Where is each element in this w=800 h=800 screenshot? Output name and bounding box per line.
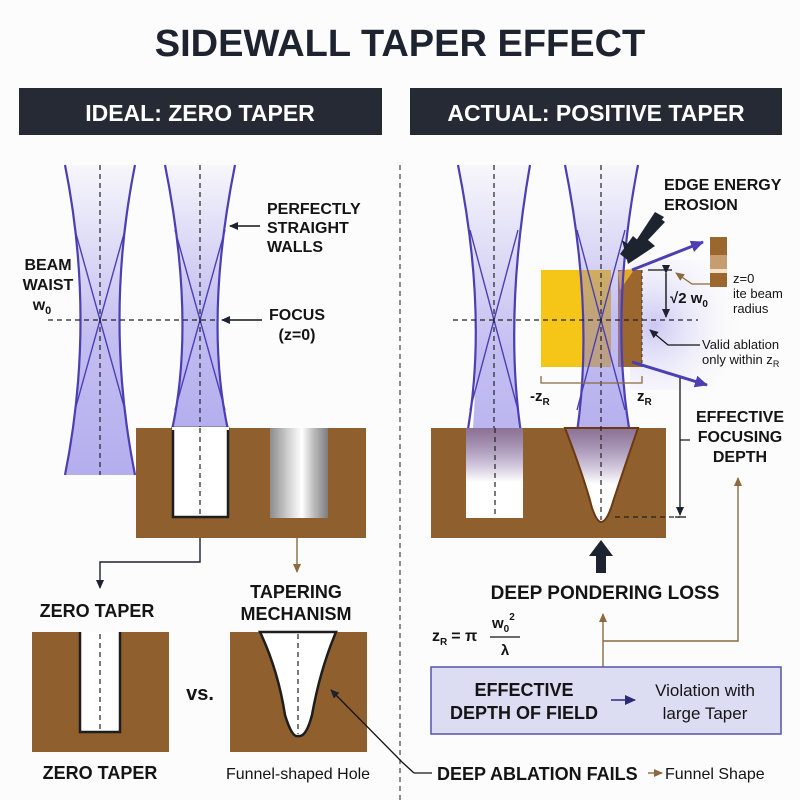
beam-left-1: [63, 164, 137, 476]
focus-annotation: FOCUS (z=0): [221, 307, 325, 344]
svg-text:√2 w0: √2 w0: [670, 290, 708, 310]
edge-deflection-arrow-top: [631, 240, 704, 272]
z0-label-line-3: radius: [733, 301, 769, 316]
zero-taper-heading: ZERO TAPER: [40, 601, 155, 621]
connector-dof-to-focusing: [603, 477, 742, 642]
steel-cylinder: [270, 428, 328, 518]
deep-ablation-label: DEEP ABLATION FAILS: [437, 764, 638, 784]
material-block-right: [431, 427, 666, 538]
left-panel-header: IDEAL: ZERO TAPER: [19, 88, 382, 135]
vs-label: vs.: [186, 683, 214, 705]
page-title: SIDEWALL TAPER EFFECT: [155, 23, 646, 65]
beam-right-1: [456, 164, 532, 500]
tapering-heading-line-2: MECHANISM: [241, 604, 352, 624]
right-panel-header: ACTUAL: POSITIVE TAPER: [410, 88, 782, 135]
focusing-depth-line-1: EFFECTIVE: [696, 409, 784, 426]
beam-waist-label: BEAM WAIST w0: [23, 257, 74, 317]
deep-pondering-label: DEEP PONDERING LOSS: [491, 583, 720, 604]
svg-text:w0: w0: [32, 297, 52, 317]
zero-taper-block: [32, 632, 169, 752]
material-block-left: [136, 426, 366, 538]
connector-zero-taper: [96, 538, 201, 589]
svg-text:zR= π: zR= π: [432, 628, 477, 648]
rayleigh-formula: zR= π w02 λ: [432, 612, 520, 659]
walls-label-line-2: STRAIGHT: [267, 220, 349, 237]
formula-num-sub: 0: [504, 624, 510, 635]
dof-right-line-2: large Taper: [663, 704, 748, 723]
formula-lhs-sub: R: [440, 637, 448, 648]
deep-pondering-arrow-icon: [589, 540, 613, 573]
walls-label-line-3: WALLS: [267, 239, 323, 256]
focusing-depth-line-2: FOCUSING: [698, 429, 782, 446]
beam-waist-line-2: WAIST: [23, 277, 74, 294]
dof-right-line-1: Violation with: [655, 681, 755, 700]
edge-erosion-arrow-shape: [622, 212, 664, 264]
dof-left-line-1: EFFECTIVE: [474, 680, 573, 700]
z0-label-line-1: z=0: [733, 271, 754, 286]
formula-den: λ: [501, 642, 510, 659]
w0-symbol: w: [32, 297, 46, 314]
neg-zr-subscript: R: [543, 397, 551, 408]
tapering-heading-line-1: TAPERING: [250, 582, 342, 602]
valid-ablation-pointer: [649, 329, 700, 346]
formula-num: w: [491, 615, 504, 632]
connector-deep-ablation: [330, 689, 415, 774]
w0-subscript: 0: [45, 305, 51, 317]
formula-num-sup: 2: [509, 612, 515, 623]
walls-label-line-1: PERFECTLY: [267, 201, 361, 218]
svg-text:w02: w02: [491, 612, 515, 635]
beam-glow: [630, 260, 750, 390]
tapered-block: [230, 630, 367, 752]
svg-text:zR: zR: [637, 388, 653, 408]
z0-label-line-2: ite beam: [733, 286, 783, 301]
focus-label-line-1: FOCUS: [269, 307, 325, 324]
depth-of-field-box: EFFECTIVE DEPTH OF FIELD Violation with …: [430, 666, 782, 735]
walls-annotation: PERFECTLY STRAIGHT WALLS: [229, 201, 361, 256]
valid-ablation-line-2: only within z: [702, 352, 773, 367]
formula-lhs: z: [432, 628, 440, 645]
focusing-depth-line-3: DEPTH: [713, 449, 767, 466]
focus-label-line-2: (z=0): [279, 327, 316, 344]
zero-taper-caption: ZERO TAPER: [43, 763, 158, 783]
sqrt-subscript: 0: [702, 299, 708, 310]
funnel-caption: Funnel-shaped Hole: [226, 766, 370, 783]
edge-energy-label-line-1: EDGE ENERGY: [664, 177, 782, 194]
valid-ablation-line-1: Valid ablation: [702, 337, 779, 352]
svg-text:-zR: -zR: [530, 388, 551, 408]
svg-text:only within zR: only within zR: [702, 352, 780, 369]
zr-label: z: [637, 388, 645, 405]
z0-pointer: [675, 272, 710, 285]
left-panel-header-label: IDEAL: ZERO TAPER: [85, 100, 315, 126]
zr-subscript: R: [645, 397, 653, 408]
dof-left-line-2: DEPTH OF FIELD: [450, 703, 598, 723]
neg-zr-label: -z: [530, 388, 543, 405]
beam-waist-line-1: BEAM: [24, 257, 71, 274]
edge-energy-label-line-2: EROSION: [664, 197, 738, 214]
zr-bracket: [540, 376, 643, 384]
edge-deflection-arrow-bottom: [631, 360, 708, 388]
right-panel-header-label: ACTUAL: POSITIVE TAPER: [447, 100, 745, 126]
valid-ablation-subscript: R: [773, 359, 780, 369]
sqrt-label: √2 w: [670, 290, 703, 307]
funnel-shape-label: Funnel Shape: [665, 766, 765, 783]
formula-eq: = π: [451, 628, 477, 645]
color-swatch: [710, 237, 727, 287]
beam-left-2: [163, 164, 237, 515]
